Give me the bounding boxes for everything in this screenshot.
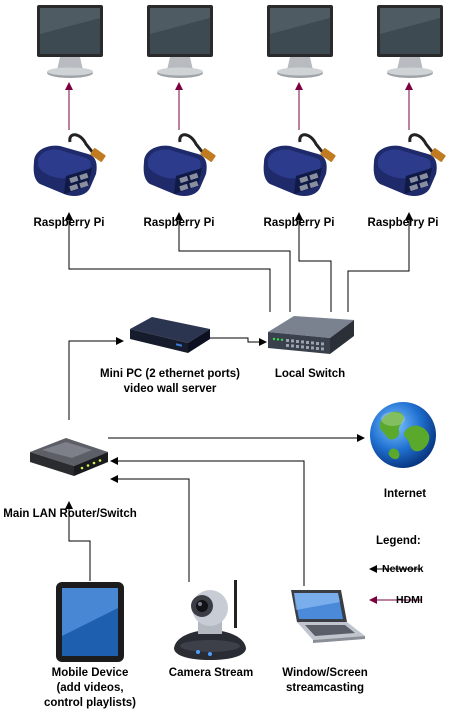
monitor-icon: [267, 5, 333, 78]
pi-label-2: Raspberry Pi: [143, 217, 215, 229]
legend-title: Legend:: [376, 535, 421, 547]
network-switch-icon: [268, 316, 354, 354]
net-minipc-switch: [208, 337, 267, 346]
pi-label-1: Raspberry Pi: [33, 217, 105, 229]
mobile-label-line1: Mobile Device: [51, 667, 129, 679]
globe-icon: [370, 402, 436, 468]
legend-hdmi-label: HDMI: [396, 594, 423, 606]
usb-hub-icon: [373, 133, 446, 196]
mobile-label-line3: control playlists): [43, 697, 137, 709]
local-switch-label: Local Switch: [274, 368, 346, 380]
monitor-icon: [147, 5, 213, 78]
net-switch-pi-1: [65, 212, 271, 312]
net-router-minipc: [68, 337, 124, 420]
mini-pc-label-line1: Mini PC (2 ethernet ports): [100, 368, 240, 380]
usb-hub-icon: [143, 133, 216, 196]
monitor-icon: [37, 5, 103, 78]
laptop-label-line1: Window/Screen: [282, 667, 368, 679]
mini-pc-label-line2: video wall server: [123, 383, 217, 395]
tablet-icon: [56, 582, 124, 662]
pi-label-3: Raspberry Pi: [263, 217, 335, 229]
net-switch-pi-2: [175, 212, 291, 312]
mobile-label-line2: (add videos,: [56, 682, 124, 694]
router-label: Main LAN Router/Switch: [3, 508, 137, 520]
pi-label-4: Raspberry Pi: [367, 217, 439, 229]
monitor-icon: [377, 5, 443, 78]
usb-hub-icon: [33, 133, 106, 196]
internet-label: Internet: [383, 488, 427, 500]
net-switch-pi-3: [295, 212, 332, 312]
usb-hub-icon: [263, 133, 336, 196]
laptop-label-line2: streamcasting: [286, 682, 364, 694]
net-camera-router: [110, 475, 190, 582]
net-laptop-router: [110, 457, 305, 586]
legend-network-label: Network: [382, 563, 424, 575]
net-mobile-router: [65, 501, 91, 581]
net-switch-pi-4: [347, 212, 413, 312]
mini-pc-icon: [130, 317, 210, 353]
router-icon: [30, 438, 108, 476]
laptop-icon: [291, 590, 365, 643]
camera-label: Camera Stream: [168, 667, 254, 679]
camera-icon: [174, 580, 246, 660]
